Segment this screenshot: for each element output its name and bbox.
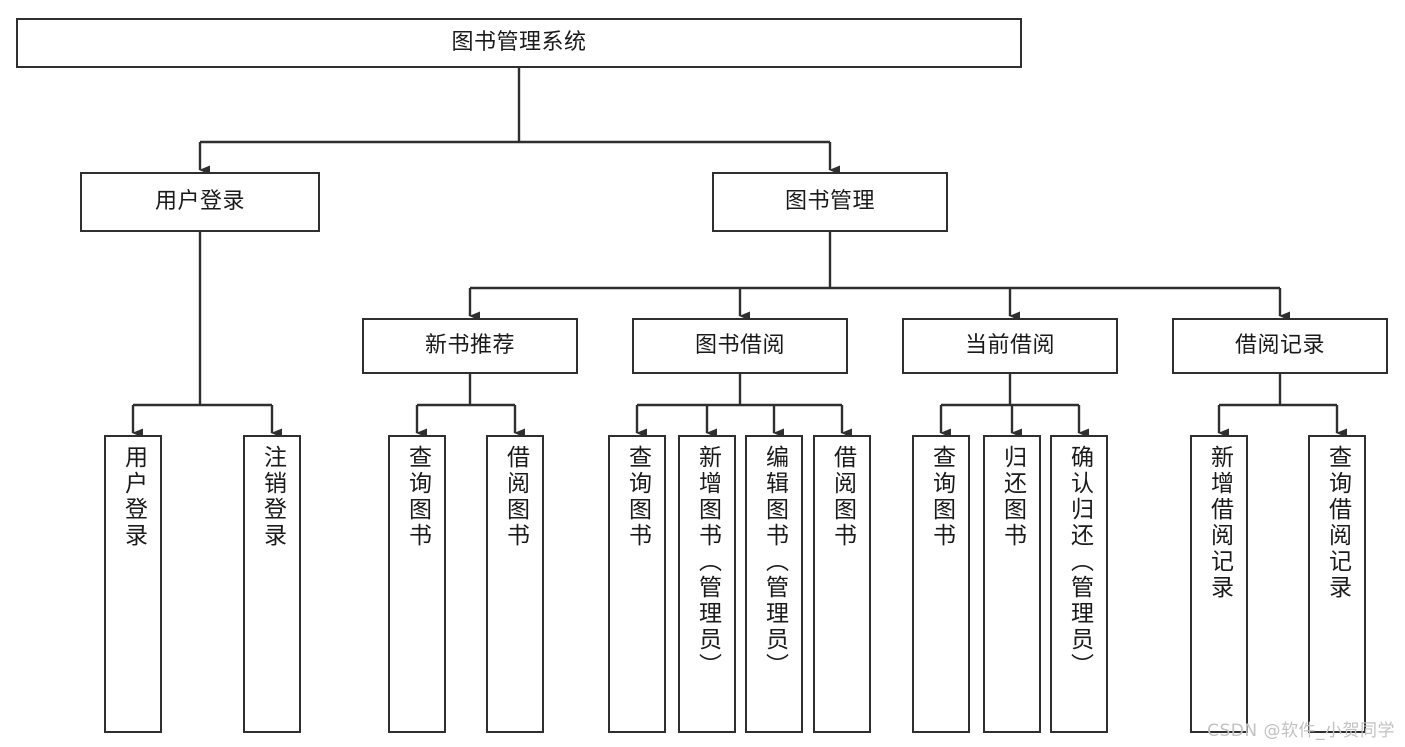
node-newbook[interactable]: 新书推荐 bbox=[362, 318, 578, 374]
node-label-l_add: 新增图书（管理员） bbox=[694, 445, 721, 679]
node-label-root: 图书管理系统 bbox=[451, 30, 587, 56]
node-root[interactable]: 图书管理系统 bbox=[16, 18, 1022, 68]
node-l_query2[interactable]: 查询图书 bbox=[608, 435, 666, 733]
node-l_login[interactable]: 用户登录 bbox=[104, 435, 162, 733]
node-current[interactable]: 当前借阅 bbox=[902, 318, 1118, 374]
node-label-l_return: 归还图书 bbox=[999, 445, 1026, 549]
node-bookmgmt[interactable]: 图书管理 bbox=[712, 172, 948, 232]
node-label-borrow: 图书借阅 bbox=[694, 333, 785, 359]
node-label-current: 当前借阅 bbox=[964, 333, 1055, 359]
node-records[interactable]: 借阅记录 bbox=[1172, 318, 1388, 374]
node-l_queryrec[interactable]: 查询借阅记录 bbox=[1308, 435, 1366, 733]
node-l_edit[interactable]: 编辑图书（管理员） bbox=[745, 435, 803, 733]
node-label-l_queryrec: 查询借阅记录 bbox=[1324, 445, 1351, 601]
node-l_borrow2[interactable]: 借阅图书 bbox=[813, 435, 871, 733]
node-login[interactable]: 用户登录 bbox=[80, 172, 320, 232]
node-l_return[interactable]: 归还图书 bbox=[983, 435, 1041, 733]
node-label-l_query3: 查询图书 bbox=[928, 445, 955, 549]
node-label-l_borrow2: 借阅图书 bbox=[829, 445, 856, 549]
node-label-l_logout: 注销登录 bbox=[259, 445, 286, 549]
node-label-l_query1: 查询图书 bbox=[404, 445, 431, 549]
node-l_borrow1[interactable]: 借阅图书 bbox=[486, 435, 544, 733]
node-label-login: 用户登录 bbox=[154, 189, 245, 215]
node-label-l_addrec: 新增借阅记录 bbox=[1206, 445, 1233, 601]
node-l_add[interactable]: 新增图书（管理员） bbox=[678, 435, 736, 733]
node-label-l_borrow1: 借阅图书 bbox=[502, 445, 529, 549]
node-l_query1[interactable]: 查询图书 bbox=[388, 435, 446, 733]
node-label-l_login: 用户登录 bbox=[120, 445, 147, 549]
node-label-l_edit: 编辑图书（管理员） bbox=[761, 445, 788, 679]
node-l_logout[interactable]: 注销登录 bbox=[243, 435, 301, 733]
node-label-bookmgmt: 图书管理 bbox=[784, 189, 875, 215]
node-l_confirm[interactable]: 确认归还（管理员） bbox=[1050, 435, 1108, 733]
node-l_addrec[interactable]: 新增借阅记录 bbox=[1190, 435, 1248, 733]
node-label-newbook: 新书推荐 bbox=[424, 333, 515, 359]
node-label-records: 借阅记录 bbox=[1234, 333, 1325, 359]
node-borrow[interactable]: 图书借阅 bbox=[632, 318, 848, 374]
node-l_query3[interactable]: 查询图书 bbox=[912, 435, 970, 733]
node-label-l_confirm: 确认归还（管理员） bbox=[1066, 445, 1093, 679]
node-label-l_query2: 查询图书 bbox=[624, 445, 651, 549]
